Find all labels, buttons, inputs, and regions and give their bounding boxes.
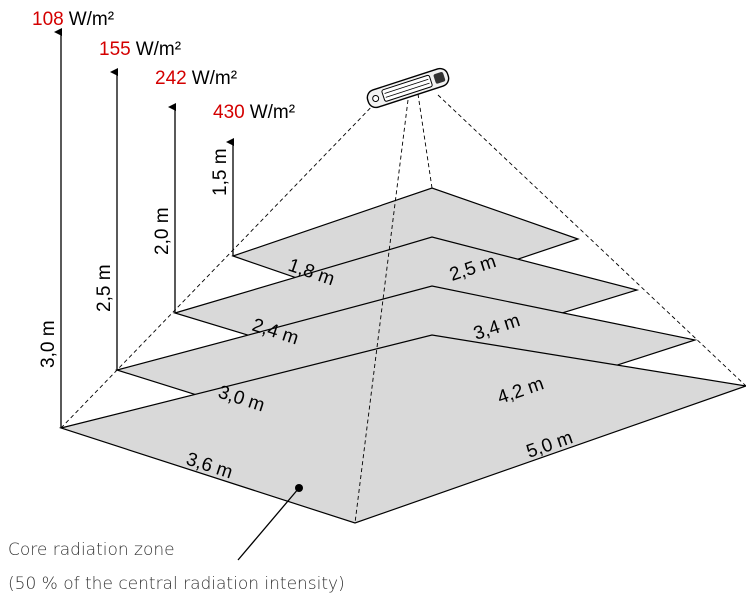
- height-arrows: [54, 28, 234, 428]
- height-label-level-1: 1,5 m: [210, 148, 231, 196]
- caption-intensity-note: (50 % of the central radiation intensity…: [8, 574, 345, 594]
- height-label-level-4: 3,0 m: [38, 320, 59, 368]
- height-label-level-2: 2,0 m: [152, 207, 173, 255]
- heater-icon: [366, 67, 450, 109]
- plane-level-4: [58, 334, 746, 524]
- core-zone-pointer: [237, 484, 303, 561]
- height-label-level-3: 2,5 m: [94, 264, 115, 312]
- caption-core-zone: Core radiation zone: [8, 540, 175, 560]
- radiation-cone-edges: [60, 93, 746, 524]
